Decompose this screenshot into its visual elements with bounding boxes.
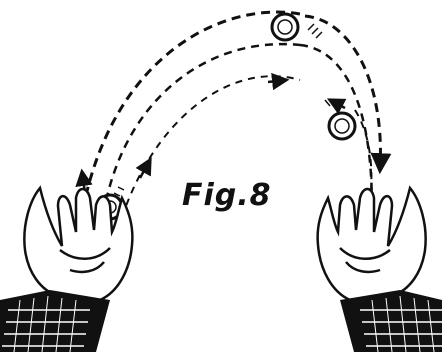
figure-caption: Fig.8: [182, 178, 272, 213]
arrow-right-mid: [330, 100, 345, 108]
arrow-left-inner: [140, 160, 150, 178]
right-cuff: [340, 290, 442, 352]
arrow-top-right: [268, 80, 286, 82]
ball-top: [272, 14, 298, 40]
left-cuff: [0, 290, 110, 352]
right-hand: [318, 188, 426, 300]
ball-right: [329, 113, 355, 139]
